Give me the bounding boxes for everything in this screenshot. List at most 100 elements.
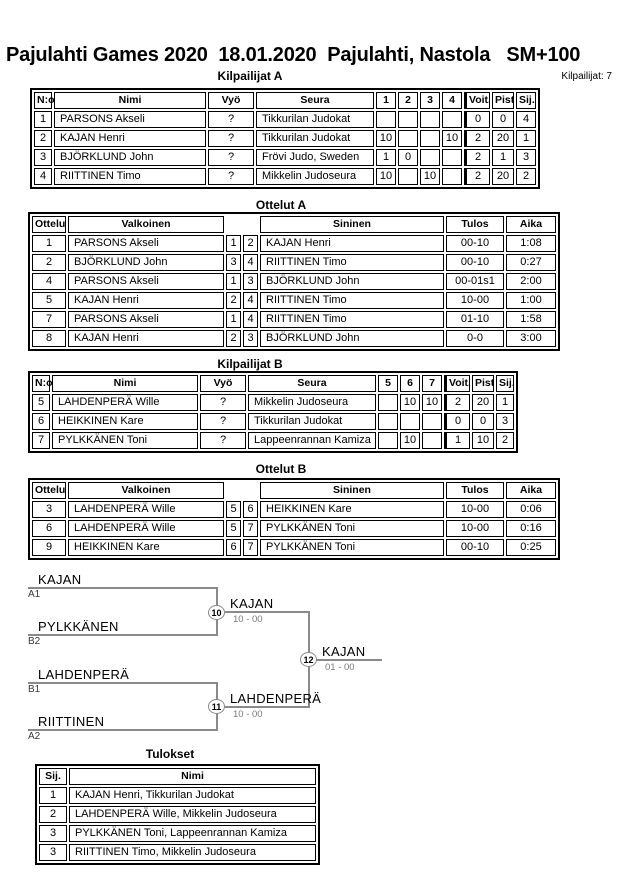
bracket-line [28, 729, 218, 731]
bracket-player-name: KAJAN [38, 572, 82, 587]
kilpailijat-b-table: N:oNimiVyöSeura567Voit.Pist.Sij.5LAHDENP… [28, 371, 518, 453]
page-title: Pajulahti Games 2020 18.01.2020 Pajulaht… [6, 44, 581, 66]
table-cell: 20 [472, 394, 494, 411]
column-header [226, 216, 241, 233]
table-cell: 3 [226, 254, 241, 271]
bracket-line [28, 682, 218, 684]
table-cell [398, 168, 418, 185]
match-number-badge: 12 [300, 652, 317, 667]
column-header: 2 [398, 92, 418, 109]
table-cell: 00-10 [446, 235, 504, 252]
table-cell: 5 [226, 501, 241, 518]
table-cell: 0-0 [446, 330, 504, 347]
table-cell: Lappeenrannan Kamiza [248, 432, 376, 449]
table-cell: 2 [496, 432, 514, 449]
table-cell: Mikkelin Judoseura [248, 394, 376, 411]
column-header: Vyö [200, 375, 246, 392]
bracket-line [316, 659, 382, 661]
table-cell: BJÖRKLUND John [54, 149, 206, 166]
kilpailijat-a-table: N:oNimiVyöSeura1234Voit.Pist.Sij.1PARSON… [30, 88, 540, 189]
bracket-score: 01 - 00 [325, 662, 355, 673]
table-cell [420, 130, 440, 147]
table-cell: 10 [472, 432, 494, 449]
table-cell: 1:08 [506, 235, 556, 252]
table-cell: 1:00 [506, 292, 556, 309]
table-cell: HEIKKINEN Kare [52, 413, 198, 430]
table-cell: ? [208, 149, 254, 166]
table-cell: LAHDENPERÄ Wille [52, 394, 198, 411]
bracket-player-name: LAHDENPERÄ [38, 667, 130, 682]
table-cell: LAHDENPERÄ Wille [68, 520, 224, 537]
table-cell: PYLKKÄNEN Toni [260, 539, 444, 556]
table-cell: 7 [243, 520, 258, 537]
table-cell: RIITTINEN Timo [54, 168, 206, 185]
column-header: Ottelu [32, 216, 66, 233]
bracket-line [308, 611, 310, 661]
table-cell: 01-10 [446, 311, 504, 328]
bracket-player-name: PYLKKÄNEN [38, 619, 119, 634]
column-header: Voit. [444, 375, 470, 392]
bracket-player-name: RIITTINEN [38, 714, 105, 729]
bracket-score: 10 - 00 [233, 709, 263, 720]
table-cell: 1 [32, 235, 66, 252]
table-cell: 0 [398, 149, 418, 166]
table-cell: 2 [464, 168, 490, 185]
table-cell: RIITTINEN Timo [260, 254, 444, 271]
column-header: Pist. [472, 375, 494, 392]
table-cell: HEIKKINEN Kare [68, 539, 224, 556]
table-cell: 3 [32, 501, 66, 518]
table-cell [398, 111, 418, 128]
table-cell: 1 [444, 432, 470, 449]
table-cell: 10-00 [446, 292, 504, 309]
table-cell: 3 [496, 413, 514, 430]
table-cell: 00-01s1 [446, 273, 504, 290]
table-cell [378, 432, 398, 449]
table-cell: KAJAN Henri [54, 130, 206, 147]
bracket-winner-name: KAJAN [322, 644, 366, 659]
table-cell: 2 [226, 330, 241, 347]
bracket-winner-name: KAJAN [230, 596, 274, 611]
table-cell: RIITTINEN Timo [260, 311, 444, 328]
table-cell: 7 [243, 539, 258, 556]
table-cell: Tikkurilan Judokat [256, 111, 374, 128]
bracket-line [225, 611, 309, 613]
table-cell: 1 [39, 787, 67, 804]
table-cell: KAJAN Henri [260, 235, 444, 252]
table-cell: BJÖRKLUND John [68, 254, 224, 271]
table-cell: 1 [226, 273, 241, 290]
column-header: Tulos [446, 216, 504, 233]
bracket-seed-label: A1 [28, 589, 41, 600]
table-cell: 00-10 [446, 539, 504, 556]
table-cell: Frövi Judo, Sweden [256, 149, 374, 166]
table-cell: 4 [243, 292, 258, 309]
column-header: 6 [400, 375, 420, 392]
table-cell [442, 168, 462, 185]
table-cell: 1:58 [506, 311, 556, 328]
table-cell: 5 [32, 292, 66, 309]
table-cell: 6 [226, 539, 241, 556]
table-cell: 2 [516, 168, 536, 185]
column-header: Sininen [260, 216, 444, 233]
table-cell: 1 [226, 235, 241, 252]
match-number-badge: 10 [208, 605, 225, 620]
column-header: Sij. [496, 375, 514, 392]
table-cell: 4 [34, 168, 52, 185]
column-header: Aika [506, 216, 556, 233]
table-cell: 6 [32, 520, 66, 537]
table-cell: 10 [376, 168, 396, 185]
table-cell: BJÖRKLUND John [260, 273, 444, 290]
